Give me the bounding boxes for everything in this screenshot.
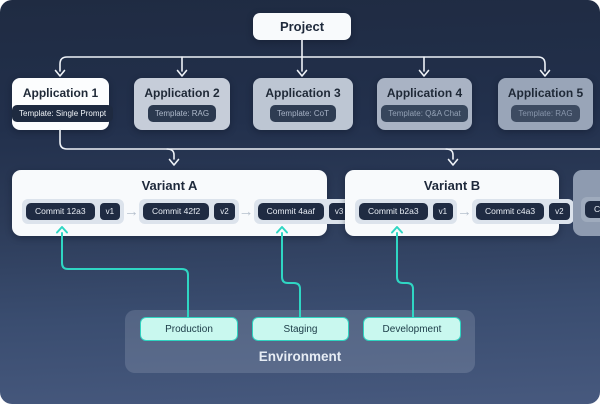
connector-variant-b-drop: [445, 148, 454, 160]
arrowhead-app3-icon: [296, 69, 308, 77]
commit-group: Commit: [581, 197, 600, 222]
commit-flow-arrow-icon: →: [238, 203, 254, 220]
variant-b-card[interactable]: Variant B Commit b2a3 v1 → Commit c4a3 v…: [345, 170, 574, 236]
application-title: Application 1: [22, 86, 99, 100]
arrowhead-app4-icon: [418, 69, 430, 77]
env-connector-staging: [281, 232, 301, 318]
connector-variant-a-drop: [166, 148, 175, 160]
application-title: Application 2: [144, 86, 220, 100]
variant-partial-card[interactable]: Commit: [573, 170, 600, 236]
environment-staging-button[interactable]: Staging: [252, 317, 349, 341]
template-badge: Template: RAG: [147, 105, 217, 122]
application-4-card[interactable]: Application 4 Template: Q&A Chat: [377, 78, 472, 130]
env-connector-development: [396, 232, 414, 318]
application-title: Application 5: [507, 86, 584, 100]
commit-chip[interactable]: Commit 42f2: [143, 203, 210, 220]
version-chip[interactable]: v3: [328, 203, 350, 220]
arrowhead-variant-a-icon: [168, 158, 180, 166]
commit-chip[interactable]: Commit b2a3: [359, 203, 428, 220]
arrowhead-app2-icon: [176, 69, 188, 77]
connector-app1-to-variants: [59, 129, 600, 150]
environment-panel-title: Environment: [258, 349, 342, 364]
commit-group: Commit b2a3 v1: [355, 199, 458, 224]
commit-chain: Commit 12a3 v1 → Commit 42f2 v2 → Commit…: [12, 199, 354, 224]
commit-group: Commit 42f2 v2: [139, 199, 239, 224]
variant-title: Variant A: [141, 178, 198, 193]
arrowhead-app1-icon: [54, 69, 66, 77]
environment-production-button[interactable]: Production: [140, 317, 238, 341]
commit-chip[interactable]: Commit 4aaf: [257, 203, 324, 220]
environment-development-button[interactable]: Development: [363, 317, 461, 341]
commit-flow-arrow-icon: →: [124, 203, 140, 220]
version-chip[interactable]: v2: [214, 203, 235, 220]
template-badge: Template: CoT: [269, 105, 337, 122]
application-2-card[interactable]: Application 2 Template: RAG: [134, 78, 230, 130]
arrowhead-variant-b-icon: [447, 158, 459, 166]
commit-group: Commit c4a3 v2: [472, 199, 574, 224]
application-title: Application 3: [265, 86, 341, 100]
commit-group: Commit 4aaf v3: [253, 199, 354, 224]
application-title: Application 4: [386, 86, 463, 100]
env-connector-production: [61, 232, 189, 318]
version-chip[interactable]: v1: [99, 203, 121, 220]
variant-title: Variant B: [423, 178, 481, 193]
template-badge: Template: Single Prompt: [12, 105, 114, 122]
template-badge: Template: RAG: [511, 105, 580, 122]
template-badge: Template: Q&A Chat: [381, 105, 468, 122]
application-1-card[interactable]: Application 1 Template: Single Prompt: [12, 78, 114, 130]
connector-apps-span: [59, 56, 546, 72]
application-5-card[interactable]: Application 5 Template: RAG: [498, 78, 593, 130]
application-3-card[interactable]: Application 3 Template: CoT: [253, 78, 353, 130]
commit-chip[interactable]: Commit: [585, 201, 600, 218]
variant-a-card[interactable]: Variant A Commit 12a3 v1 → Commit 42f2 v…: [12, 170, 354, 236]
project-node[interactable]: Project: [253, 13, 351, 40]
environment-panel: Production Staging Development Environme…: [125, 310, 475, 373]
commit-chip[interactable]: Commit 12a3: [26, 203, 95, 220]
commit-chain: Commit b2a3 v1 → Commit c4a3 v2: [345, 199, 574, 224]
commit-group: Commit 12a3 v1: [22, 199, 125, 224]
commit-chip[interactable]: Commit c4a3: [476, 203, 545, 220]
arrowhead-app5-icon: [539, 69, 551, 77]
version-chip[interactable]: v1: [432, 203, 454, 220]
version-chip[interactable]: v2: [549, 203, 570, 220]
commit-flow-arrow-icon: →: [457, 203, 473, 220]
